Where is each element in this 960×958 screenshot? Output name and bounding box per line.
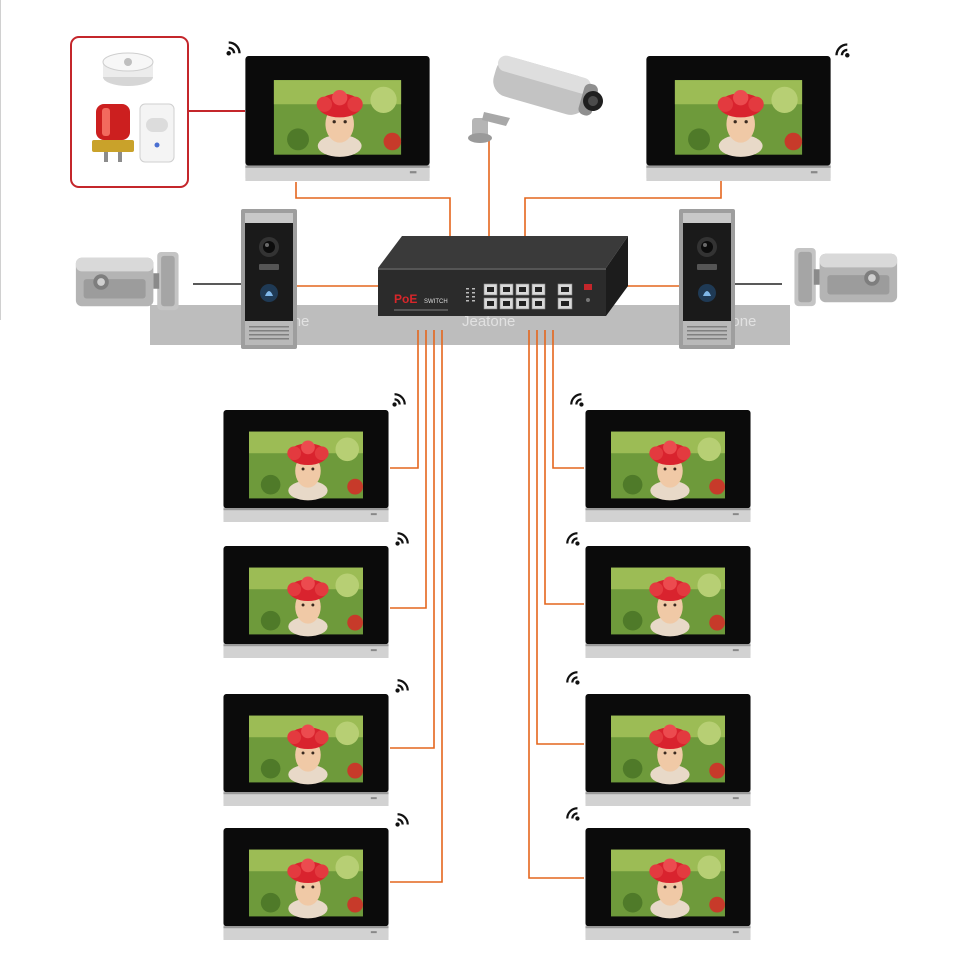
poe-ports [483,283,546,310]
indoor-monitor-right-1[interactable] [585,410,751,522]
wifi-icon [566,532,580,546]
cable-network [295,140,722,883]
cable-left-monitor-1 [390,330,419,469]
cable-right-monitor-1 [552,330,584,469]
wifi-icon [566,671,580,685]
wifi-icon [395,679,409,693]
alarm-sensors-group [70,36,245,188]
wifi-icon [566,807,580,821]
motion-sensor-icon [139,103,175,163]
door-station-right[interactable] [679,209,735,349]
switch-top [378,236,628,268]
wifi-icon [392,393,406,407]
edge-line [0,0,1,320]
power-indicator [584,284,592,290]
watermark: Jeatone [462,313,515,330]
switch-side [606,236,628,316]
wifi-icon [226,41,241,56]
cable-top-right-monitor [524,180,722,250]
cable-right-monitor-3 [536,330,584,745]
electric-lock-left[interactable] [75,251,179,311]
wifi-icon [835,43,850,58]
indoor-monitor-left-2[interactable] [223,546,389,658]
indoor-monitor-left-4[interactable] [223,828,389,940]
door-station-left[interactable] [241,209,297,349]
wifi-icon [395,532,409,546]
siren-light-icon [92,104,134,162]
cable-left-monitor-3 [390,330,435,749]
top-right-monitor[interactable] [646,56,831,181]
indoor-monitor-right-2[interactable] [585,546,751,658]
port-led-indicators [466,288,475,302]
indoor-monitor-left-1[interactable] [223,410,389,522]
smoke-detector-icon [102,52,154,86]
cable-left-monitor-4 [390,330,443,883]
cable-left-monitor-2 [390,330,427,609]
cable-top-left-monitor [295,182,451,250]
top-left-monitor[interactable] [245,56,430,181]
poe-switch[interactable]: PoE SWITCH [378,236,628,316]
indoor-monitor-right-3[interactable] [585,694,751,806]
switch-type-label: SWITCH [424,299,448,305]
uplink-ports [557,283,573,310]
indoor-monitor-right-4[interactable] [585,828,751,940]
electric-lock-right[interactable] [794,247,898,307]
cable-right-monitor-2 [544,330,584,605]
wifi-icon [570,393,584,407]
switch-brand-label: PoE [394,292,417,306]
cctv-camera[interactable] [468,54,608,143]
wifi-icon [395,813,409,827]
cable-right-monitor-4 [528,330,584,879]
indoor-monitor-left-3[interactable] [223,694,389,806]
